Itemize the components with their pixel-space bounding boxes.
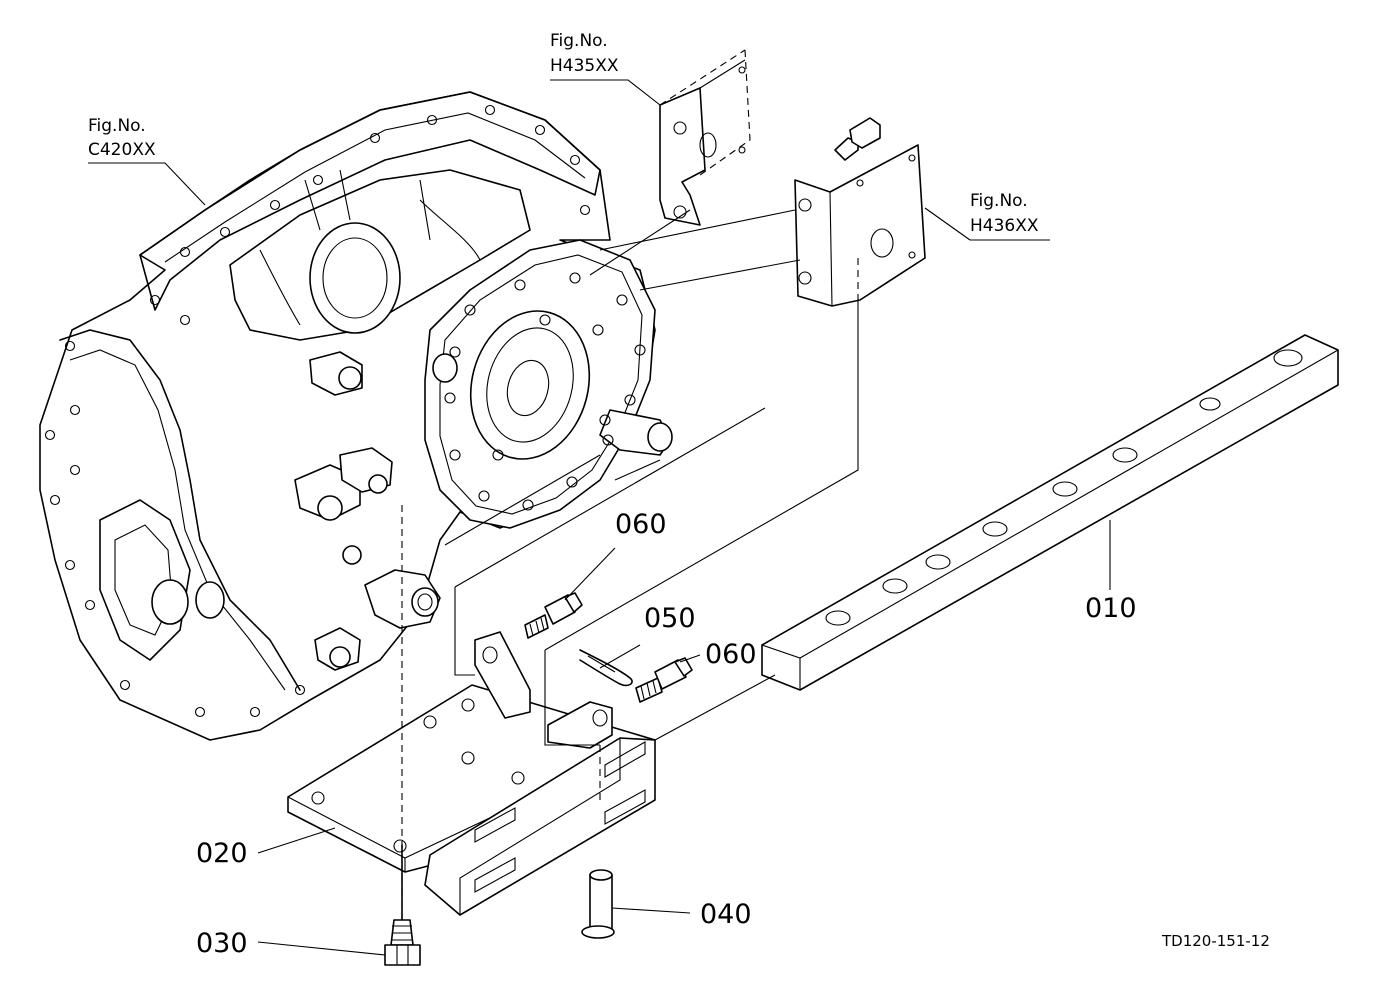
transmission-case — [39, 91, 673, 741]
callout-020: 020 — [196, 838, 248, 869]
bolt-060-upper — [524, 592, 583, 639]
figure-ref-h435: Fig.No. H435XX — [550, 31, 619, 76]
figure-ref-c420: Fig.No. C420XX — [88, 116, 156, 160]
callout-040: 040 — [700, 899, 752, 930]
callout-030: 030 — [196, 928, 248, 959]
leader-lines — [88, 79, 1111, 956]
bracket-plate-h436 — [794, 117, 926, 307]
figure-ref-h436: Fig.No. H436XX — [970, 191, 1039, 236]
assembly-lines — [444, 209, 859, 746]
spring-pin-050 — [579, 649, 633, 687]
figure-ref-prefix: Fig.No. — [550, 31, 608, 51]
bolt-030 — [384, 505, 421, 966]
bracket-plate-h435 — [659, 49, 751, 226]
drawbar-support-020 — [287, 631, 656, 916]
drawing-id: TD120-151-12 — [1161, 932, 1270, 950]
callout-050: 050 — [644, 603, 696, 634]
bolt-060-lower — [635, 657, 693, 703]
drawbar-010 — [761, 334, 1339, 691]
pin-040 — [581, 869, 615, 939]
figure-ref-number: H436XX — [970, 216, 1039, 236]
figure-ref-number: H435XX — [550, 56, 619, 76]
callout-010: 010 — [1085, 593, 1137, 624]
figure-ref-prefix: Fig.No. — [88, 116, 146, 136]
callout-060-upper: 060 — [615, 509, 667, 540]
figure-ref-prefix: Fig.No. — [970, 191, 1028, 211]
figure-ref-number: C420XX — [88, 140, 156, 160]
callout-060-lower: 060 — [705, 639, 757, 670]
